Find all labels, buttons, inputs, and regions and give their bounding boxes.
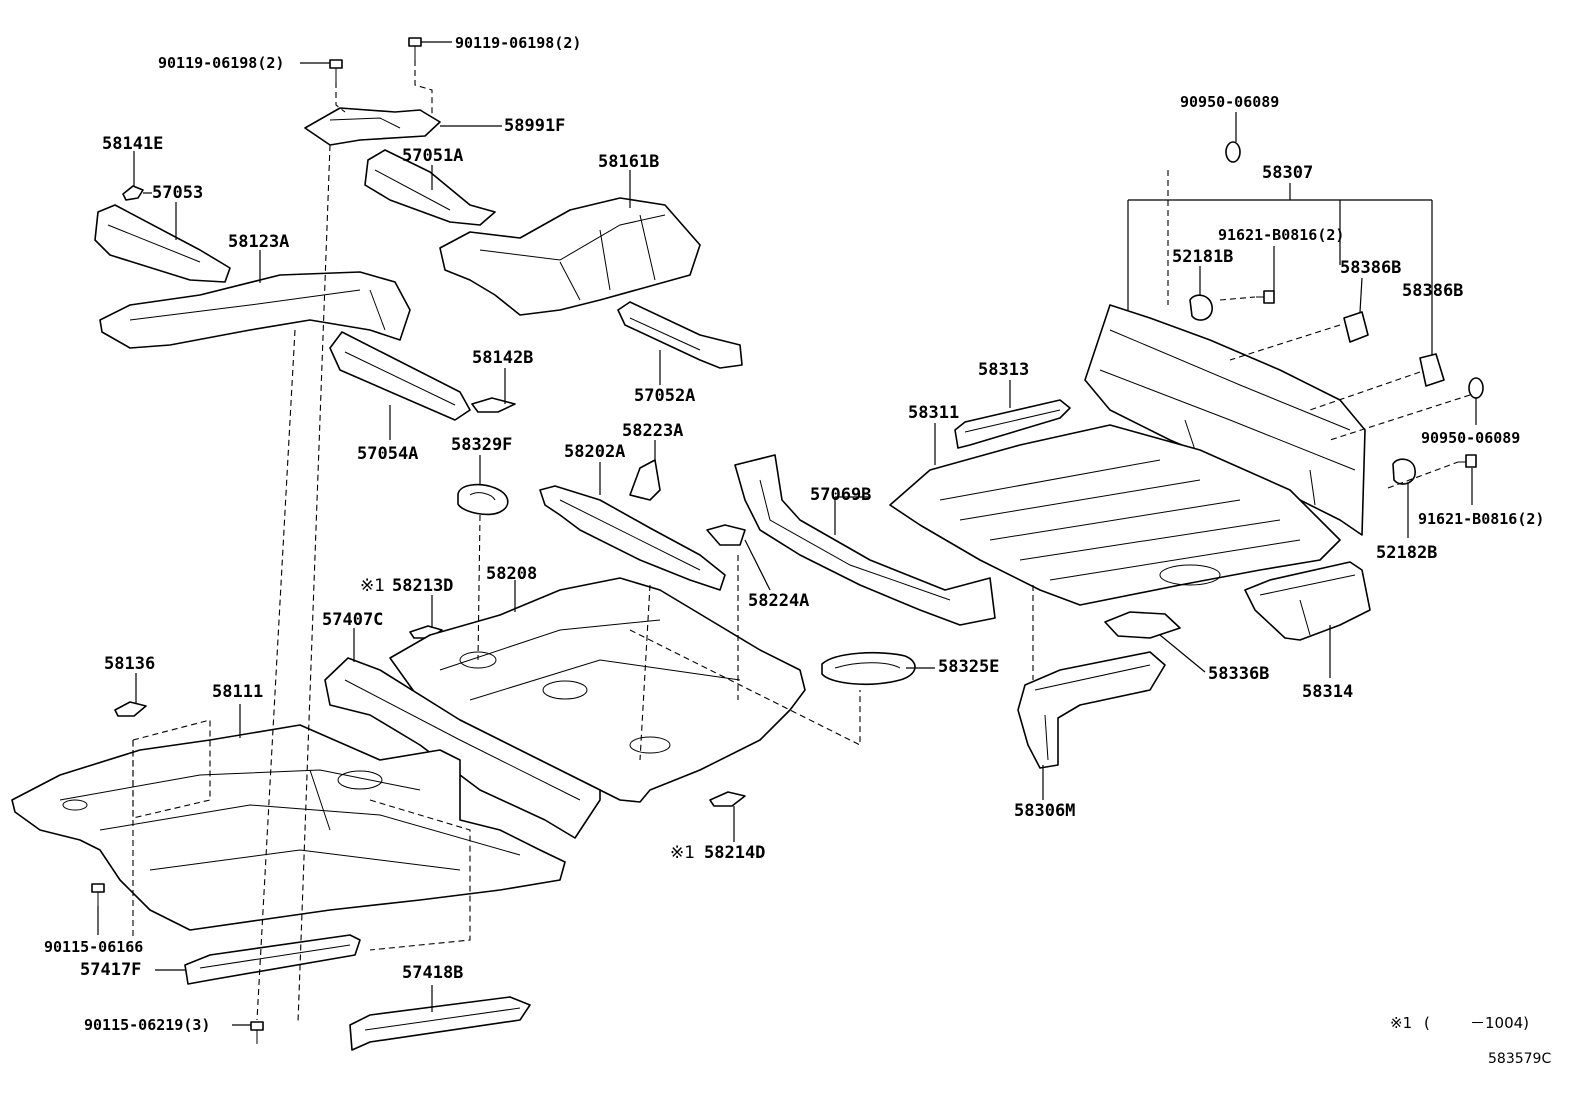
footnote-mark: ※1: [1390, 1014, 1413, 1032]
label-57417F: 57417F: [80, 960, 142, 980]
part-58161B[interactable]: [439, 197, 701, 316]
label-58123A: 58123A: [228, 232, 290, 252]
label-58111: 58111: [212, 682, 264, 702]
label-90950-06089-top: 90950-06089: [1180, 93, 1280, 111]
label-58314: 58314: [1302, 682, 1354, 702]
part-57418B[interactable]: [349, 996, 531, 1051]
part-58311[interactable]: [889, 424, 1341, 606]
label-52182B: 52182B: [1376, 543, 1438, 563]
part-57407C[interactable]: [324, 657, 601, 839]
label-58311: 58311: [908, 403, 960, 423]
label-58325E: 58325E: [938, 657, 1000, 677]
label-57069B: 57069B: [810, 485, 872, 505]
label-58141E: 58141E: [102, 134, 164, 154]
label-58313: 58313: [978, 360, 1030, 380]
label-57407C: 57407C: [322, 610, 384, 630]
bolt-90115-06219[interactable]: [250, 1021, 264, 1044]
label-58136: 58136: [104, 654, 156, 674]
part-58111[interactable]: [11, 724, 566, 931]
part-58142B[interactable]: [471, 397, 516, 413]
label-58307: 58307: [1262, 163, 1314, 183]
label-58213D: 58213D: [392, 576, 454, 596]
bolt-90119-06198-left[interactable]: [329, 59, 343, 82]
label-58214D-mark: ※1: [670, 843, 696, 863]
label-58386B-lower: 58386B: [1402, 281, 1464, 301]
part-58991F[interactable]: [304, 107, 441, 146]
leader-lines: [97, 41, 1477, 1026]
part-58386B-upper[interactable]: [1343, 311, 1369, 343]
part-57053[interactable]: [94, 204, 231, 283]
label-57418B: 57418B: [402, 963, 464, 983]
part-58202A[interactable]: [539, 485, 726, 591]
part-58325E[interactable]: [821, 651, 916, 686]
label-58214D: 58214D: [704, 843, 766, 863]
label-90115-06219: 90115-06219(3): [84, 1016, 211, 1034]
label-90115-06166: 90115-06166: [44, 938, 144, 956]
label-58386B-upper: 58386B: [1340, 258, 1402, 278]
plug-90950-06089-lower[interactable]: [1468, 377, 1484, 399]
label-58213D-mark: ※1: [360, 576, 386, 596]
part-58313[interactable]: [954, 399, 1071, 449]
part-58314[interactable]: [1244, 561, 1371, 641]
label-57053: 57053: [152, 183, 204, 203]
part-57051A[interactable]: [364, 149, 496, 226]
bolt-91621-B0816-lower[interactable]: [1458, 454, 1477, 468]
label-58223A: 58223A: [622, 421, 684, 441]
label-57051A: 57051A: [402, 146, 464, 166]
label-91621-B0816-lower: 91621-B0816(2): [1418, 510, 1545, 528]
part-58329F[interactable]: [457, 483, 509, 516]
footnote-range: －1004): [1470, 1014, 1530, 1032]
label-58208: 58208: [486, 564, 538, 584]
label-57054A: 57054A: [357, 444, 419, 464]
bolt-91621-B0816-upper[interactable]: [1256, 290, 1275, 304]
label-58306M: 58306M: [1014, 801, 1076, 821]
part-57417F[interactable]: [184, 934, 361, 985]
label-91621-B0816-upper: 91621-B0816(2): [1218, 226, 1345, 244]
part-58306M[interactable]: [1017, 651, 1166, 769]
bolt-90115-06166[interactable]: [91, 883, 105, 906]
bolt-90119-06198-right[interactable]: [408, 37, 422, 60]
part-58336B[interactable]: [1104, 611, 1181, 639]
part-58214D[interactable]: [709, 791, 746, 807]
part-57069B[interactable]: [734, 454, 996, 626]
diagram-code: 583579C: [1488, 1051, 1552, 1067]
label-58991F: 58991F: [504, 116, 566, 136]
label-58336B: 58336B: [1208, 664, 1270, 684]
label-58202A: 58202A: [564, 442, 626, 462]
label-90119-06198-left: 90119-06198(2): [158, 54, 285, 72]
label-52181B: 52181B: [1172, 247, 1234, 267]
part-52182B[interactable]: [1392, 458, 1416, 485]
part-58224A[interactable]: [706, 524, 746, 546]
part-58386B-lower[interactable]: [1419, 353, 1445, 387]
assembly-lines: [132, 60, 1471, 1023]
part-58223A[interactable]: [629, 459, 661, 501]
part-58141E[interactable]: [122, 185, 144, 201]
label-58224A: 58224A: [748, 591, 810, 611]
part-58136[interactable]: [114, 701, 147, 717]
part-57052A[interactable]: [617, 301, 743, 369]
part-52181B[interactable]: [1189, 294, 1213, 321]
label-58142B: 58142B: [472, 348, 534, 368]
part-57054A[interactable]: [329, 331, 471, 421]
part-58123A[interactable]: [99, 271, 411, 349]
label-90119-06198-right: 90119-06198(2): [455, 34, 582, 52]
label-58329F: 58329F: [451, 435, 513, 455]
label-90950-06089-lower: 90950-06089: [1421, 429, 1521, 447]
label-57052A: 57052A: [634, 386, 696, 406]
footnote-open-paren: (: [1424, 1014, 1430, 1032]
label-58161B: 58161B: [598, 152, 660, 172]
plug-90950-06089-top[interactable]: [1225, 141, 1241, 163]
